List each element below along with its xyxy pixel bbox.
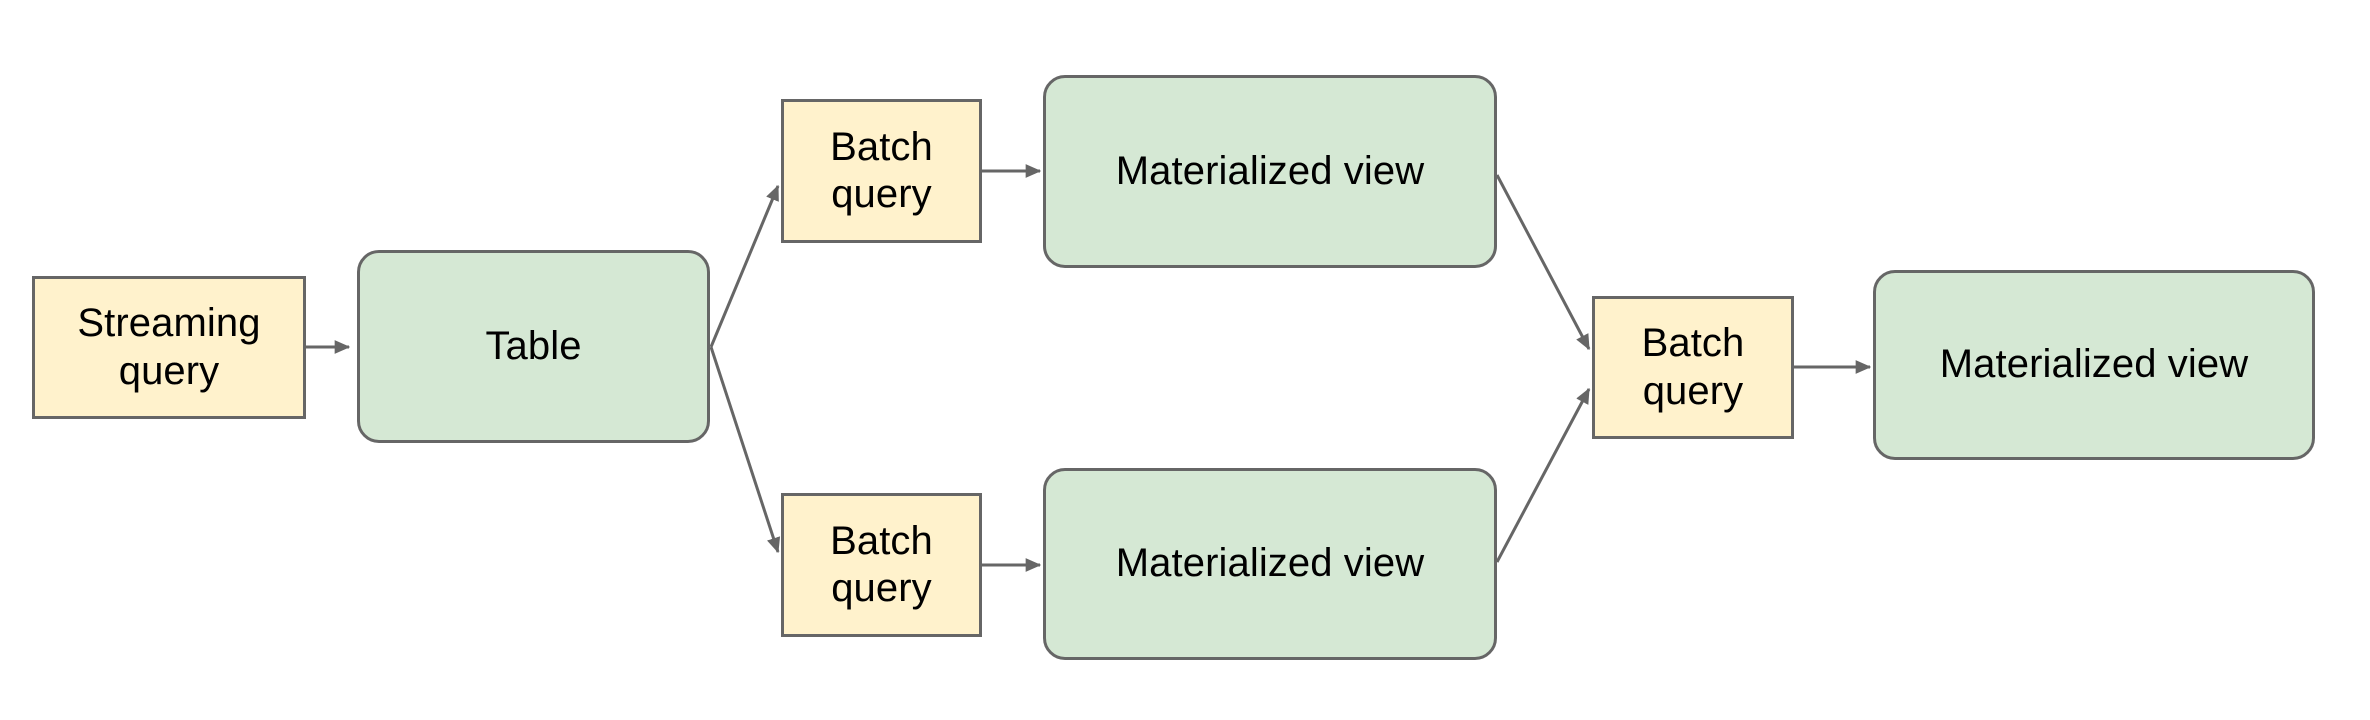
node-materialized-view-top[interactable]: Materialized view xyxy=(1043,75,1497,268)
node-label-materialized-view-bottom: Materialized view xyxy=(1115,541,1425,586)
node-label-streaming-query: Streaming query xyxy=(77,301,261,393)
node-label-batch-query-bottom: Batch query xyxy=(830,518,933,610)
edge-materialized-view-bottom-to-batch-query-right xyxy=(1495,387,1591,563)
node-streaming-query[interactable]: Streaming query xyxy=(32,276,306,419)
node-label-materialized-view-right: Materialized view xyxy=(1939,342,2249,387)
node-batch-query-top[interactable]: Batch query xyxy=(781,99,982,243)
edge-materialized-view-top-to-batch-query-right xyxy=(1495,174,1591,351)
node-label-batch-query-top: Batch query xyxy=(830,124,933,216)
node-table[interactable]: Table xyxy=(357,250,710,443)
node-label-table: Table xyxy=(485,323,582,368)
node-batch-query-right[interactable]: Batch query xyxy=(1592,296,1794,439)
edge-table-to-batch-query-top xyxy=(709,184,780,348)
node-materialized-view-right[interactable]: Materialized view xyxy=(1873,270,2315,460)
node-batch-query-bottom[interactable]: Batch query xyxy=(781,493,982,637)
node-label-batch-query-right: Batch query xyxy=(1641,321,1745,413)
node-materialized-view-bottom[interactable]: Materialized view xyxy=(1043,468,1497,660)
edge-table-to-batch-query-bottom xyxy=(709,346,781,554)
node-label-materialized-view-top: Materialized view xyxy=(1115,148,1425,193)
